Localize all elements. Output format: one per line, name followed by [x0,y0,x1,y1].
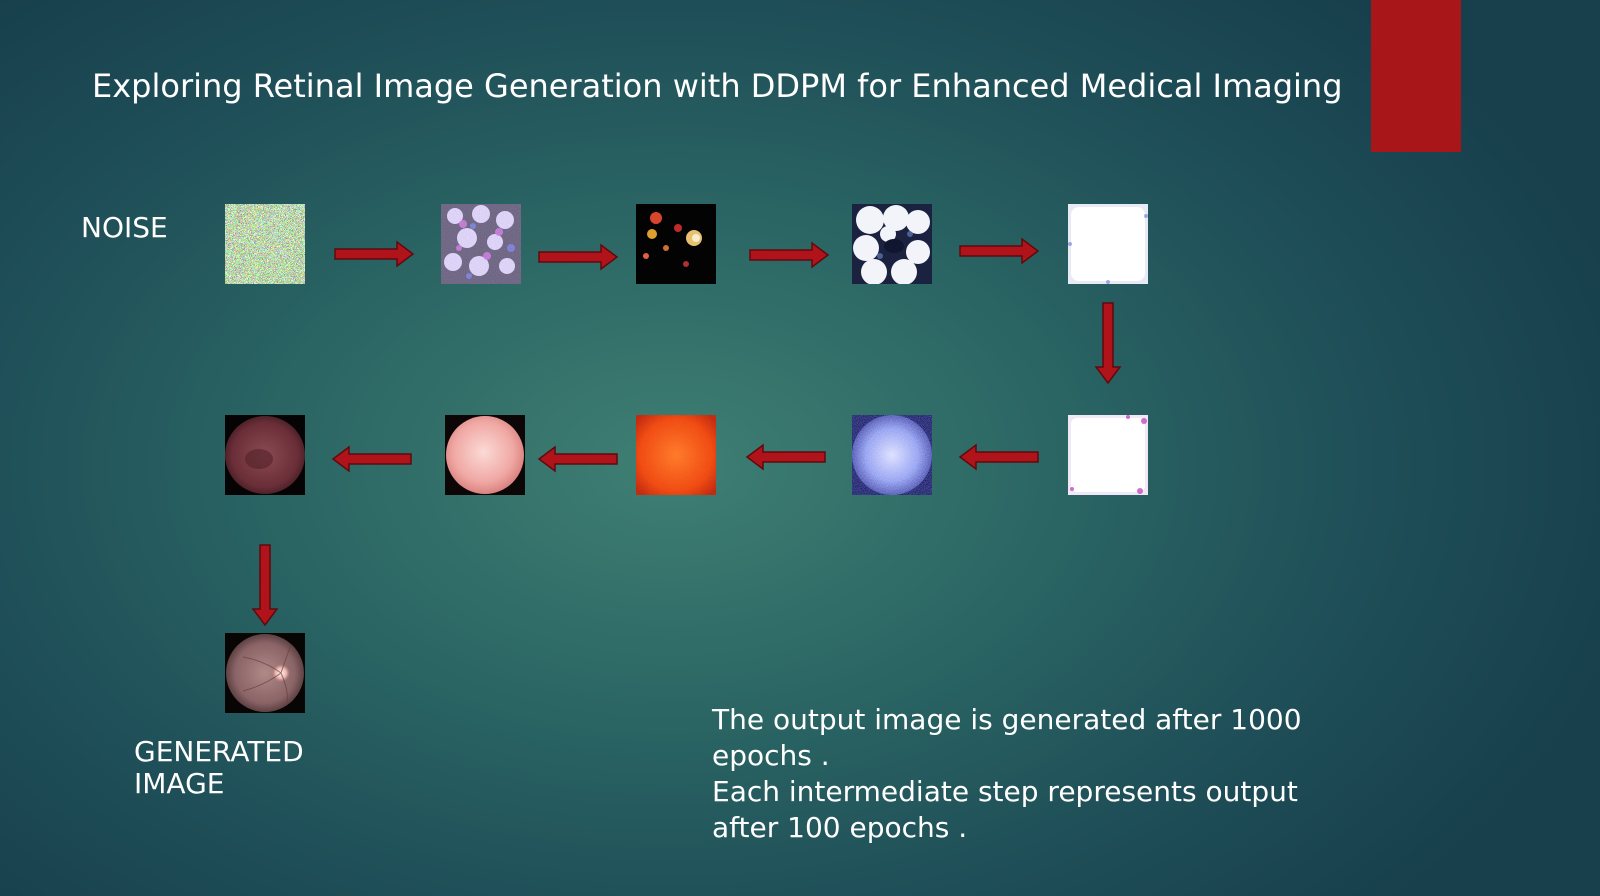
arrow-left-1 [958,443,1040,471]
step-3-image [636,204,716,284]
generated-retina-graphic [225,633,305,713]
arrow-left-2 [745,443,827,471]
step-4-graphic [852,204,932,284]
step-10-image [225,415,305,495]
step-2-image [441,204,521,284]
accent-bar [1371,0,1461,152]
step-9-image [445,415,525,495]
step-3-graphic [636,204,716,284]
arrow-right-3 [748,241,830,269]
generated-label-line1: GENERATED [134,735,304,768]
step-9-graphic [445,415,525,495]
arrow-right-2 [537,243,619,271]
step-1-noise-image [225,204,305,284]
note-line2: epochs . [712,739,830,772]
step-4-image [852,204,932,284]
step-7-graphic [852,415,932,495]
note-line1: The output image is generated after 1000 [712,703,1302,736]
step-5-image [1068,204,1148,284]
step-1-graphic [225,204,305,284]
noise-label: NOISE [81,211,168,244]
generated-retina-image [225,633,305,713]
arrow-right-4 [958,237,1040,265]
generated-label-line2: IMAGE [134,767,225,800]
step-2-graphic [441,204,521,284]
arrow-left-4 [331,445,413,473]
step-10-graphic [225,415,305,495]
arrow-down-1 [1094,301,1122,385]
note-line3: Each intermediate step represents output [712,775,1298,808]
generated-image-label: GENERATED IMAGE [134,736,354,800]
step-8-image [636,415,716,495]
step-6-graphic [1068,415,1148,495]
step-5-graphic [1068,204,1148,284]
arrow-down-2 [251,543,279,627]
step-8-graphic [636,415,716,495]
arrow-right-1 [333,240,415,268]
step-6-image [1068,415,1148,495]
step-7-image [852,415,932,495]
slide-title: Exploring Retinal Image Generation with … [92,67,1343,105]
arrow-left-3 [537,445,619,473]
epoch-note: The output image is generated after 1000… [712,702,1352,846]
note-line4: after 100 epochs . [712,811,968,844]
